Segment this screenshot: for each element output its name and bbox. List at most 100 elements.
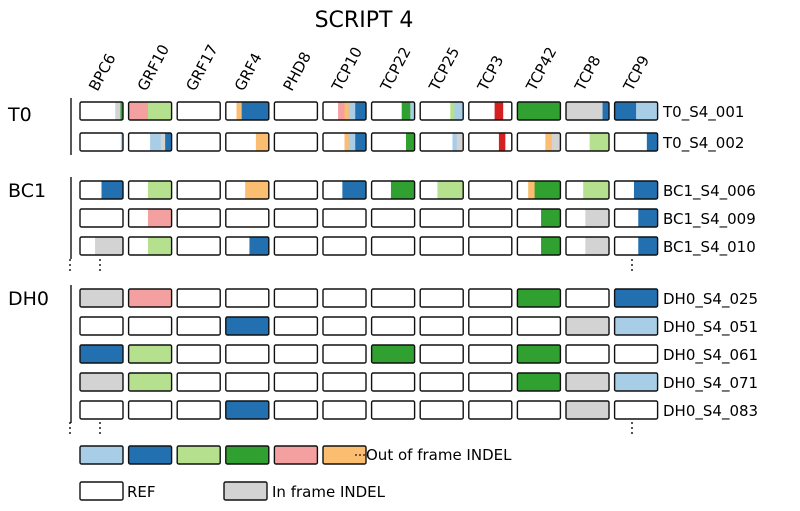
sample-row: DH0_S4_083 [79,400,758,421]
cell-t0-s4-001-tcp22-segment-0 [371,102,402,120]
cell-dh0-s4-025-phd8-segment-0 [274,289,318,307]
cell-dh0-s4-051-tcp42-segment-0 [517,317,561,335]
gene-label-grf4: GRF4 [231,50,266,94]
cell-t0-s4-002-grf10-segment-3 [165,133,172,151]
cell-dh0-s4-071-tcp25-segment-0 [420,373,464,391]
cell-t0-s4-002-tcp9 [613,132,659,152]
sample-row: BC1_S4_010 [79,236,756,257]
cell-t0-s4-002-tcp9-border [613,132,659,152]
cell-bc1-s4-006-tcp3 [468,180,513,200]
cell-dh0-s4-061-grf4 [225,344,270,364]
cell-bc1-s4-006-grf17-border [176,180,221,200]
cell-dh0-s4-025-tcp10-segment-0 [323,289,367,307]
cell-t0-s4-002-grf10-segment-1 [150,133,162,151]
cell-bc1-s4-009-tcp42-border [516,208,562,228]
cell-dh0-s4-061-grf4-border [225,344,270,364]
legend-ellipsis [355,454,365,456]
cell-bc1-s4-009-grf4 [225,208,270,228]
cell-dh0-s4-071-tcp9 [613,372,659,392]
cell-bc1-s4-009-tcp3-border [468,208,513,228]
cell-bc1-s4-009-tcp3-segment-0 [468,209,513,227]
cell-bc1-s4-006-phd8-segment-0 [274,181,318,199]
cell-dh0-s4-025-phd8-border [273,288,319,308]
cell-t0-s4-002-grf4-segment-0 [225,133,257,151]
cell-dh0-s4-061-tcp9-border [613,344,659,364]
cell-bc1-s4-006-grf4 [225,180,270,200]
cell-dh0-s4-025-grf17 [176,288,221,308]
cell-bc1-s4-010-tcp25-border [419,236,464,256]
cell-bc1-s4-009-tcp8-segment-0 [566,209,586,227]
cell-t0-s4-002-tcp3 [468,132,513,152]
cell-t0-s4-002-bpc6-segment-0 [80,133,122,151]
cell-dh0-s4-071-tcp22-border [370,372,416,392]
cell-dh0-s4-083-tcp8 [565,400,610,420]
legend-in-frame-label: In frame INDEL [272,483,386,501]
cell-dh0-s4-025-tcp25-border [419,288,464,308]
cell-dh0-s4-025-tcp8-segment-0 [566,289,610,307]
cell-dh0-s4-051-tcp22 [370,316,416,336]
cell-bc1-s4-009-tcp42-segment-0 [517,209,542,227]
cell-dh0-s4-051-grf17-segment-0 [177,317,221,335]
cell-dh0-s4-025-grf4-border [225,288,270,308]
cell-bc1-s4-006-tcp42-segment-1 [528,181,535,199]
cell-t0-s4-001-grf4-segment-1 [236,102,243,120]
cell-bc1-s4-010-grf4-segment-0 [225,237,250,255]
cell-bc1-s4-006-tcp22-segment-0 [371,181,392,199]
cell-bc1-s4-010-tcp42-segment-0 [517,237,542,255]
sample-row: DH0_S4_051 [79,316,758,337]
cell-dh0-s4-071-tcp9-segment-0 [614,373,658,391]
cell-dh0-s4-083-tcp9-segment-0 [614,401,658,419]
cell-bc1-s4-010-grf4 [225,236,270,256]
cell-bc1-s4-006-grf4-segment-0 [225,181,246,199]
cell-dh0-s4-051-tcp9-segment-0 [614,317,658,335]
cell-bc1-s4-009-tcp3 [468,208,513,228]
cell-bc1-s4-009-tcp25-segment-0 [420,209,464,227]
legend-out-of-frame-swatches [79,445,367,465]
sample-row: T0_S4_002 [79,132,744,153]
cell-bc1-s4-009-tcp42-segment-1 [541,209,561,227]
cell-t0-s4-001-grf10-segment-1 [147,102,172,120]
cell-t0-s4-001-tcp10-segment-4 [355,102,367,120]
cell-bc1-s4-006-tcp25-border [419,180,464,200]
cell-dh0-s4-083-tcp9 [613,400,659,420]
cell-dh0-s4-051-tcp9-border [613,316,659,336]
cell-t0-s4-002-tcp22-border [370,132,416,152]
cell-dh0-s4-071-tcp3 [468,372,513,392]
cell-bc1-s4-010-tcp10 [322,236,367,256]
legend-out-of-frame-label: Out of frame INDEL [366,446,512,464]
cell-t0-s4-001-tcp9 [613,101,659,121]
cell-dh0-s4-025-phd8 [273,288,319,308]
group-label-bc1: BC1 [8,180,46,202]
cell-t0-s4-001-tcp25-segment-1 [450,102,455,120]
cell-dh0-s4-051-tcp8 [565,316,610,336]
cell-dh0-s4-051-phd8-border [273,316,319,336]
cell-dh0-s4-083-bpc6-border [79,400,124,420]
cell-dh0-s4-071-tcp8-segment-0 [566,373,610,391]
cell-t0-s4-001-grf17-border [176,101,221,121]
cell-bc1-s4-006-tcp8-segment-1 [583,181,610,199]
ellipsis-bc1-right [631,259,633,271]
cell-dh0-s4-071-tcp10-segment-0 [323,373,367,391]
cell-dh0-s4-061-bpc6-border [79,344,124,364]
cell-t0-s4-002-tcp8-segment-1 [589,133,610,151]
gene-label-tcp42: TCP42 [522,44,560,95]
cell-bc1-s4-009-grf10 [127,208,173,228]
cell-bc1-s4-006-bpc6 [79,180,124,200]
cell-t0-s4-002-tcp8-border [565,132,610,152]
gene-label-tcp9: TCP9 [619,52,653,94]
cell-dh0-s4-071-bpc6 [79,372,124,392]
cell-dh0-s4-025-tcp10-border [322,288,367,308]
cell-dh0-s4-061-tcp25 [419,344,464,364]
cell-dh0-s4-025-grf10-segment-0 [128,289,172,307]
ellipsis-bc1-left-2 [99,259,101,271]
cell-dh0-s4-051-tcp9 [613,316,659,336]
cell-dh0-s4-071-grf17 [176,372,221,392]
cell-dh0-s4-071-grf4-border [225,372,270,392]
cell-t0-s4-002-tcp10-segment-3 [355,133,367,151]
cell-dh0-s4-083-tcp3-segment-0 [468,401,513,419]
cell-dh0-s4-051-tcp3-border [468,316,513,336]
cell-bc1-s4-010-tcp25-segment-0 [420,237,464,255]
cell-bc1-s4-009-tcp42 [516,208,562,228]
cell-t0-s4-002-tcp10-segment-0 [323,133,345,151]
